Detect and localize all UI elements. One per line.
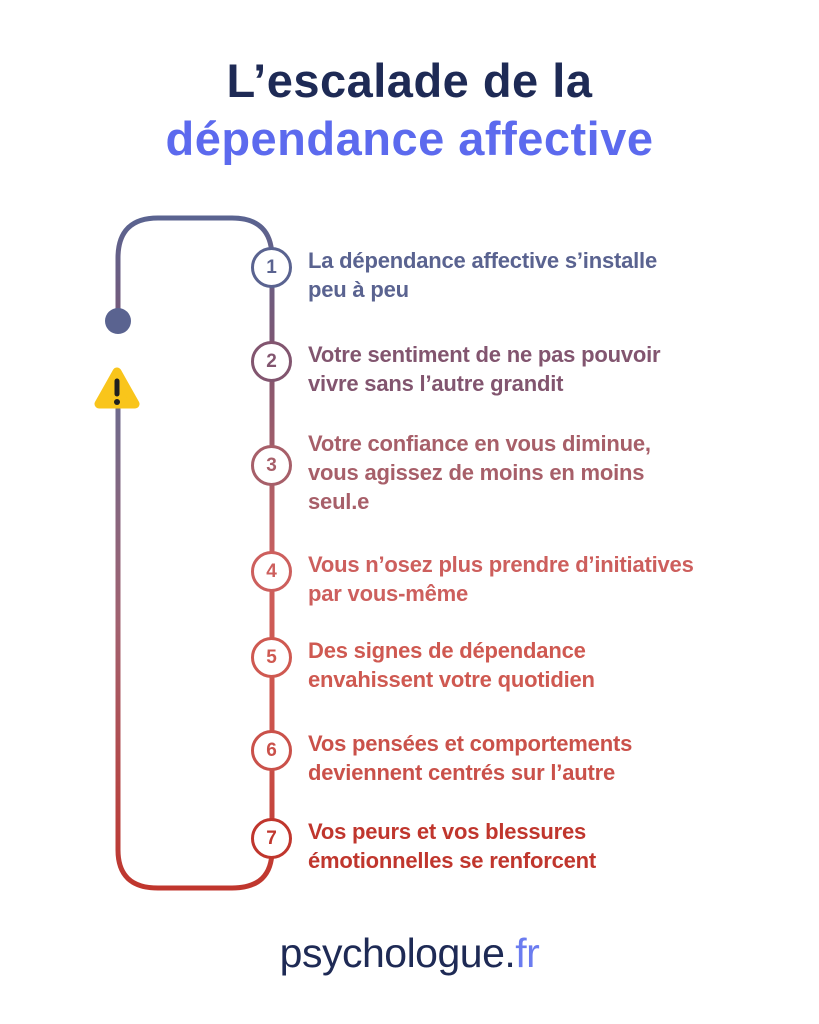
timeline-path-return [115,406,199,891]
step-circle-4: 4 [251,551,292,592]
brand-text: psychologue. [279,930,516,976]
step-number: 7 [266,827,277,849]
warning-icon [94,367,140,409]
step-text-2: Votre sentiment de ne pas pouvoir vivre … [308,342,661,396]
brand-tld-text: fr [515,930,540,976]
step-circle-6: 6 [251,730,292,771]
step-text-5: Des signes de dépendance envahissent vot… [308,638,595,692]
step-number: 1 [266,256,277,278]
step-circle-1: 1 [251,247,292,288]
timeline-path-main [115,215,275,891]
step-text-3: Votre confiance en vous diminue, vous ag… [308,431,651,514]
step-number: 4 [266,560,277,582]
step-number: 5 [266,646,277,668]
step-text-4: Vous n’osez plus prendre d’initiatives p… [308,552,694,606]
step-circle-7: 7 [251,818,292,859]
step-text-7: Vos peurs et vos blessures émotionnelles… [308,819,597,873]
page-title: L’escalade de la dépendance affective [0,52,819,168]
step-number: 3 [266,454,277,476]
title-line2: dépendance affective [165,112,654,165]
step-circle-3: 3 [251,445,292,486]
step-circle-5: 5 [251,637,292,678]
step-circle-2: 2 [251,341,292,382]
start-dot-icon [105,308,131,334]
footer-logo: psychologue.fr [0,930,819,977]
step-number: 6 [266,739,277,761]
title-line1: L’escalade de la [226,54,593,107]
step-number: 2 [266,350,277,372]
step-text-6: Vos pensées et comportements deviennent … [308,731,633,785]
step-text-1: La dépendance affective s’installe peu à… [308,248,658,302]
